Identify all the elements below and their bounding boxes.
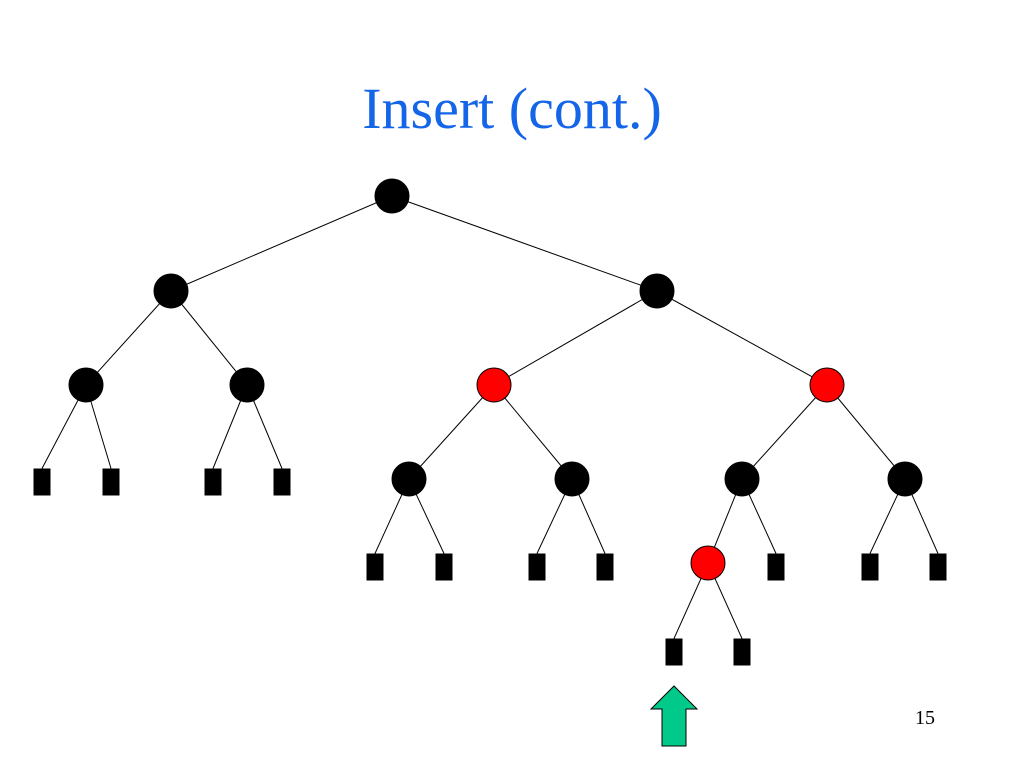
black-node bbox=[724, 461, 760, 497]
black-node bbox=[374, 178, 410, 214]
tree-leaves bbox=[33, 468, 947, 666]
tree-edge bbox=[656, 290, 828, 386]
nil-leaf bbox=[596, 553, 614, 581]
black-node bbox=[229, 367, 265, 403]
page-number: 15 bbox=[915, 707, 935, 729]
red-node bbox=[690, 545, 726, 581]
tree-edge bbox=[493, 290, 658, 386]
nil-leaf bbox=[665, 638, 683, 666]
tree-edge bbox=[85, 290, 172, 386]
nil-leaf bbox=[733, 638, 751, 666]
tree-edge bbox=[391, 195, 658, 292]
red-node bbox=[476, 367, 512, 403]
nil-leaf bbox=[204, 468, 222, 496]
nil-leaf bbox=[366, 553, 384, 581]
nil-leaf bbox=[767, 553, 785, 581]
nil-leaf bbox=[435, 553, 453, 581]
nil-leaf bbox=[33, 468, 51, 496]
tree-nodes bbox=[68, 178, 923, 581]
slide-title: Insert (cont.) bbox=[362, 76, 662, 141]
tree-edge bbox=[170, 195, 393, 292]
tree-edge bbox=[408, 384, 495, 480]
tree-edge bbox=[170, 290, 248, 386]
red-node bbox=[809, 367, 845, 403]
black-node bbox=[887, 461, 923, 497]
black-node bbox=[554, 461, 590, 497]
nil-leaf bbox=[929, 553, 947, 581]
up-arrow-icon bbox=[649, 685, 699, 747]
black-node bbox=[391, 461, 427, 497]
nil-leaf bbox=[102, 468, 120, 496]
black-node bbox=[68, 367, 104, 403]
tree-edge bbox=[741, 384, 828, 480]
black-node bbox=[153, 273, 189, 309]
nil-leaf bbox=[273, 468, 291, 496]
nil-leaf bbox=[861, 553, 879, 581]
tree-edge bbox=[826, 384, 906, 480]
nil-leaf bbox=[528, 553, 546, 581]
insertion-pointer bbox=[649, 685, 699, 747]
tree-edge bbox=[493, 384, 573, 480]
tree-edges bbox=[41, 195, 939, 639]
black-node bbox=[639, 273, 675, 309]
